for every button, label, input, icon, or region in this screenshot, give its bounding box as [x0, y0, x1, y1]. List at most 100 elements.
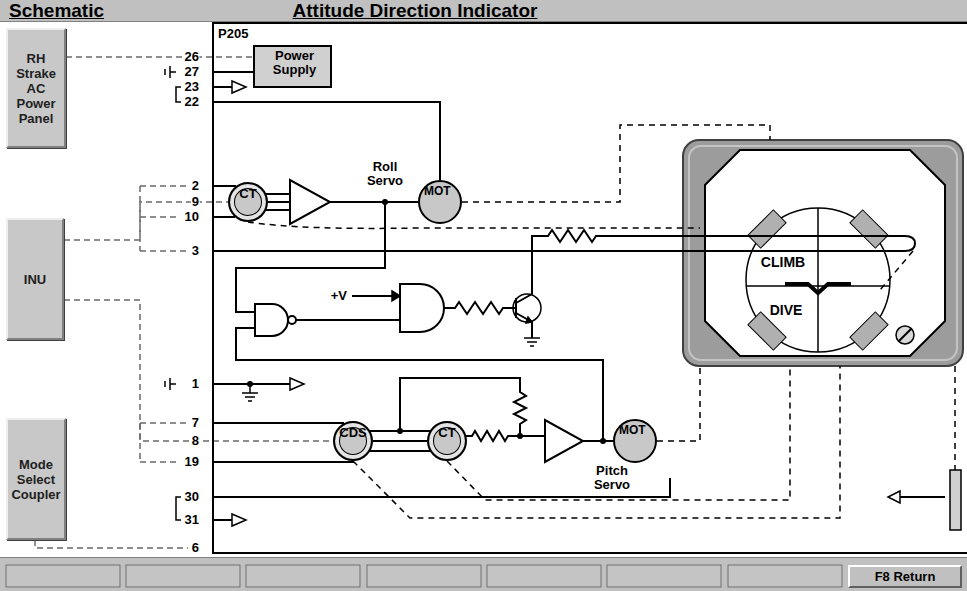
adi-housing	[689, 146, 957, 360]
signal-wire	[516, 313, 532, 338]
pin-bracket	[176, 87, 181, 102]
adi-housing	[683, 140, 963, 366]
junction-dot	[382, 199, 388, 205]
adi-instrument: CLIMBDIVE	[683, 140, 963, 366]
node-text: RH Strake AC Power Panel	[10, 51, 62, 126]
pin-number: 2	[191, 179, 200, 193]
logic-gate	[255, 304, 288, 336]
arrow-head	[232, 81, 246, 93]
node-text: MOT	[619, 423, 646, 437]
junction-dot	[397, 428, 403, 434]
mechanical-link	[353, 366, 840, 518]
node-text: MOT	[424, 184, 451, 198]
transistor-symbol	[513, 294, 541, 322]
adi-housing	[705, 150, 945, 356]
node-text: INU	[24, 272, 46, 287]
adi-housing	[683, 140, 963, 366]
node-text: Mode Select Coupler	[10, 457, 62, 502]
slider-symbol	[950, 470, 961, 530]
pin-number: 27	[184, 65, 200, 79]
signal-wire	[373, 440, 427, 442]
signal-wire	[905, 236, 915, 251]
mechanical-link	[248, 222, 955, 518]
pin-number: 23	[184, 80, 200, 94]
function-key: F8 Return	[848, 565, 962, 588]
junction-dot	[600, 438, 606, 444]
function-key-bar	[0, 557, 967, 558]
control-transformer: CT	[427, 421, 467, 461]
node-text: P205	[218, 26, 248, 41]
function-key-bar	[607, 565, 721, 587]
ground-symbol	[165, 66, 176, 78]
signal-wire	[212, 71, 253, 73]
motor-circle: MOT	[418, 180, 462, 224]
junction-dot	[517, 433, 523, 439]
pin-number: 8	[191, 434, 200, 448]
harness-wire	[35, 540, 188, 548]
node-text: Power Supply	[259, 49, 330, 77]
mechanical-link	[248, 222, 700, 228]
adi-housing	[817, 208, 819, 352]
adi-housing	[785, 284, 851, 293]
signal-wire	[583, 440, 613, 442]
amplifier-symbol	[545, 420, 583, 462]
function-key-bar	[367, 565, 481, 587]
screen-name: Schematic	[8, 0, 105, 21]
function-key-bar	[246, 565, 360, 587]
signal-wire	[212, 250, 905, 252]
adi-housing	[850, 210, 888, 248]
title-bar	[0, 0, 967, 22]
harness-wire	[140, 186, 188, 251]
adi-housing	[896, 326, 914, 344]
pin-number: 26	[184, 50, 200, 64]
logic-gate	[288, 316, 296, 324]
system-box: RH Strake AC Power Panel	[6, 28, 66, 148]
function-key-bar	[6, 565, 120, 587]
arrow-head	[888, 491, 900, 503]
signal-wire	[444, 302, 516, 314]
mechanical-link	[954, 366, 956, 470]
arrow-head	[392, 291, 400, 301]
signal-wire	[212, 185, 236, 187]
servo-label: Roll Servo	[359, 160, 411, 188]
screen-title: Attitude Direction Indicator	[292, 0, 539, 21]
logic-gate	[255, 284, 444, 336]
mechanical-link	[462, 125, 770, 202]
arrow-head	[232, 514, 246, 526]
amplifier-symbol	[290, 180, 330, 224]
pin-number: 6	[191, 541, 200, 555]
ground-symbol	[524, 338, 540, 346]
arrow-marker	[64, 57, 770, 441]
ground-symbol	[165, 66, 540, 401]
function-key-bar	[728, 565, 842, 587]
pin-number: 30	[184, 490, 200, 504]
mechanical-link	[447, 366, 790, 500]
pin-number: 9	[191, 195, 200, 209]
transistor-symbol	[513, 294, 541, 323]
signal-wire	[212, 72, 945, 520]
title-bar	[0, 0, 967, 21]
signal-wire	[266, 194, 290, 210]
transistor-symbol	[526, 317, 532, 323]
harness-wire	[64, 300, 333, 441]
pin-bracket	[176, 497, 181, 520]
pin-number: 3	[191, 244, 200, 258]
signal-wire	[330, 201, 418, 203]
function-key-bar	[0, 557, 967, 591]
function-key-bar	[126, 565, 240, 587]
arrow-head	[232, 81, 900, 526]
signal-wire	[900, 496, 945, 498]
adi-housing	[748, 210, 786, 248]
amplifier-symbol	[290, 180, 583, 462]
mechanical-link	[880, 251, 913, 290]
signal-wire	[212, 86, 232, 88]
adi-housing	[899, 329, 911, 341]
pin-number: 19	[184, 455, 200, 469]
signal-wire	[352, 295, 392, 297]
system-box: INU	[6, 218, 64, 340]
harness-wire	[66, 56, 253, 58]
signal-wire	[212, 461, 353, 462]
